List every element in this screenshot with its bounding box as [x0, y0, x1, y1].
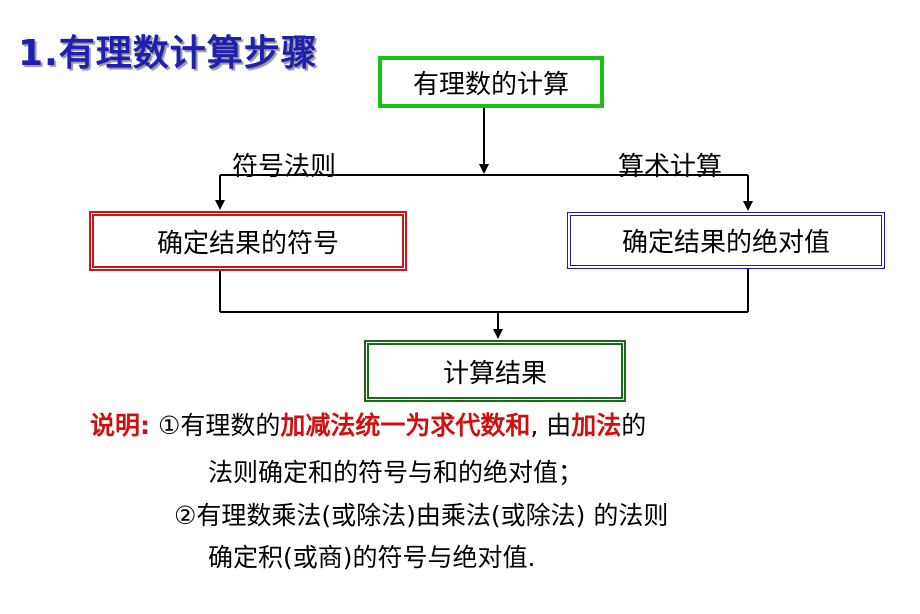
explanation-line-3: ②有理数乘法(或除法)由乘法(或除法) 的法则	[174, 501, 669, 530]
node-rational-calculation: 有理数的计算	[378, 56, 604, 108]
branch-label-sign-rule: 符号法则	[232, 152, 337, 182]
explanation-highlight-2: 加法	[571, 411, 622, 440]
node-determine-absolute-value: 确定结果的绝对值	[567, 212, 885, 269]
explanation-line-2: 法则确定和的符号与和的绝对值；	[208, 458, 584, 487]
node-result: 计算结果	[364, 340, 626, 402]
node-determine-sign: 确定结果的符号	[89, 211, 407, 271]
page-title: 1.有理数计算步骤	[18, 33, 318, 74]
explanation-line-1: 说明: ①有理数的加减法统一为求代数和, 由加法的	[90, 406, 646, 442]
explanation-highlight-1: 加减法统一为求代数和	[280, 411, 531, 440]
explanation-item1-e: 的	[621, 411, 647, 440]
explanation-label: 说明:	[90, 411, 150, 440]
explanation-line-4: 确定积(或商)的符号与绝对值.	[208, 543, 536, 572]
branch-label-arithmetic: 算术计算	[618, 152, 723, 182]
explanation-item1-c: , 由	[530, 411, 572, 440]
explanation-item1-a: ①有理数的	[150, 411, 281, 440]
